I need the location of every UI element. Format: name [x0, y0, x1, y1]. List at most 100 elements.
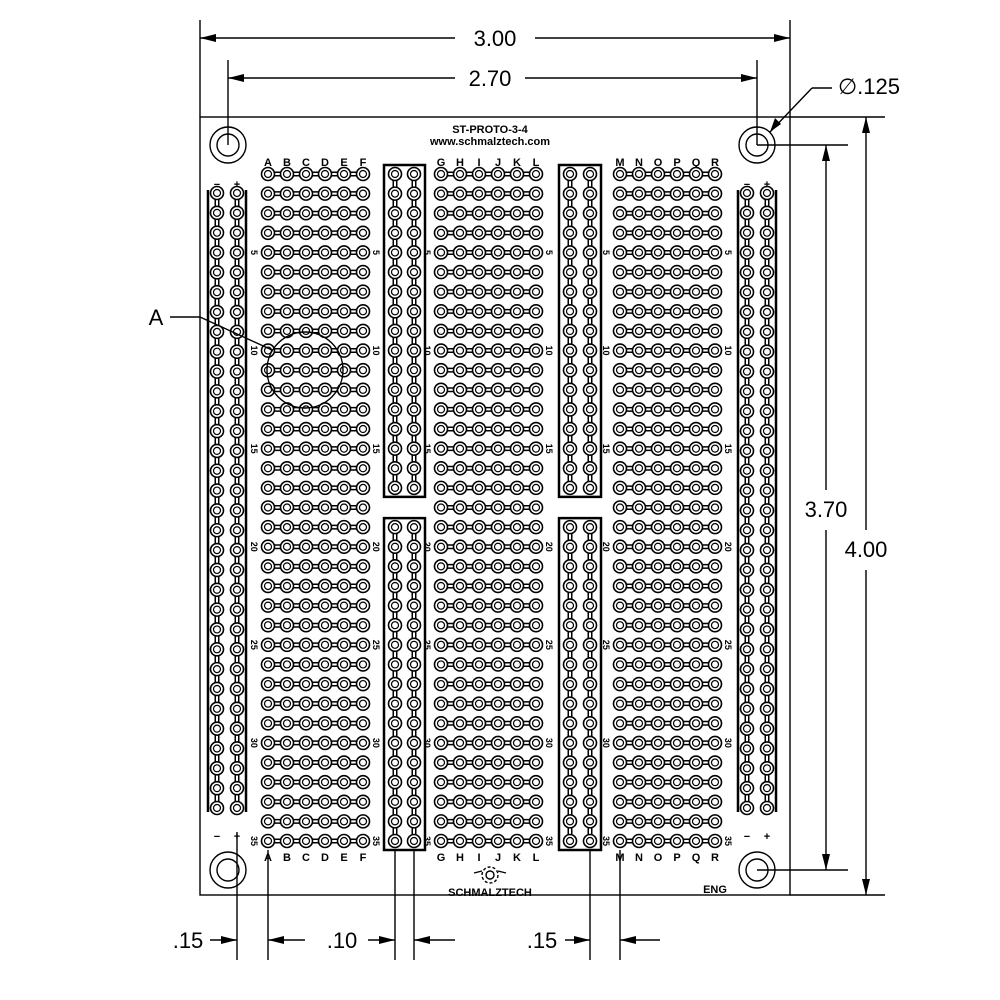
- logo-gear-icon: [473, 866, 507, 884]
- hole: [512, 640, 522, 649]
- rail-plus-bottom-right: +: [764, 831, 770, 843]
- row-number: 35: [723, 836, 733, 846]
- hole: [390, 366, 400, 375]
- hole: [301, 738, 311, 748]
- hole: [565, 699, 575, 708]
- hole: [762, 288, 772, 297]
- hole: [409, 621, 419, 630]
- hole: [320, 189, 330, 198]
- hole: [512, 267, 522, 277]
- hole: [493, 385, 503, 394]
- hole: [263, 248, 273, 257]
- hole: [493, 621, 503, 630]
- hole: [282, 483, 292, 492]
- hole: [512, 601, 522, 610]
- hole: [455, 503, 465, 512]
- hole: [762, 446, 772, 456]
- hole: [742, 625, 752, 634]
- hole: [742, 466, 752, 475]
- hole: [615, 660, 625, 669]
- hole: [358, 366, 368, 375]
- hole: [762, 605, 772, 614]
- hole: [409, 326, 419, 336]
- hole: [455, 169, 465, 179]
- hole: [409, 758, 419, 767]
- hole: [409, 581, 419, 591]
- hole: [390, 209, 400, 218]
- hole: [653, 523, 663, 532]
- hole: [615, 640, 625, 649]
- hole: [212, 784, 222, 793]
- hole: [455, 189, 465, 198]
- hole: [531, 758, 541, 767]
- hole: [615, 836, 625, 846]
- hole: [691, 679, 701, 689]
- hole: [455, 719, 465, 728]
- column-label-top: F: [360, 157, 367, 169]
- hole: [409, 287, 419, 296]
- hole: [585, 209, 595, 218]
- hole: [531, 738, 541, 748]
- hole: [762, 684, 772, 694]
- hole: [455, 581, 465, 591]
- hole: [455, 366, 465, 375]
- hole: [742, 744, 752, 753]
- logo-text: SCHMALZTECH: [448, 887, 532, 899]
- hole: [263, 366, 273, 375]
- hole: [409, 444, 419, 453]
- hole: [531, 836, 541, 846]
- hole: [232, 188, 242, 198]
- detail-callout: [170, 316, 344, 409]
- hole: [282, 444, 292, 453]
- hole: [455, 483, 465, 492]
- hole: [232, 367, 242, 376]
- hole: [474, 307, 484, 316]
- hole: [436, 346, 446, 355]
- hole: [653, 267, 663, 277]
- hole: [436, 542, 446, 551]
- hole: [301, 523, 311, 532]
- rail-plus-top-right: +: [764, 179, 770, 191]
- hole: [691, 758, 701, 767]
- hole: [565, 581, 575, 591]
- hole: [742, 565, 752, 575]
- hole: [634, 189, 644, 198]
- hole: [531, 287, 541, 296]
- hole: [762, 704, 772, 713]
- hole: [301, 307, 311, 316]
- hole: [691, 581, 701, 591]
- hole: [320, 817, 330, 826]
- hole: [474, 562, 484, 571]
- hole: [585, 817, 595, 826]
- hole: [634, 562, 644, 571]
- hole: [339, 640, 349, 649]
- hole: [320, 267, 330, 277]
- hole: [512, 503, 522, 512]
- hole: [263, 640, 273, 649]
- hole: [390, 326, 400, 336]
- hole: [742, 268, 752, 277]
- hole: [634, 483, 644, 492]
- column-label-top: N: [635, 157, 643, 169]
- hole: [212, 625, 222, 634]
- hole: [301, 542, 311, 551]
- hole: [232, 347, 242, 356]
- hole: [474, 640, 484, 649]
- hole: [493, 817, 503, 826]
- hole: [691, 562, 701, 571]
- hole: [263, 267, 273, 277]
- row-number: 5: [723, 250, 733, 255]
- hole: [672, 797, 682, 806]
- hole: [390, 640, 400, 649]
- hole: [585, 738, 595, 748]
- hole: [742, 545, 752, 555]
- hole: [455, 817, 465, 826]
- hole: [585, 679, 595, 689]
- hole: [691, 483, 701, 492]
- hole: [409, 562, 419, 571]
- hole: [474, 778, 484, 787]
- hole: [634, 660, 644, 669]
- hole: [691, 836, 701, 846]
- hole: [301, 797, 311, 806]
- hole: [474, 444, 484, 453]
